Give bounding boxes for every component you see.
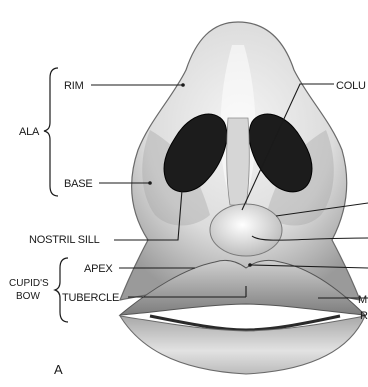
right-truncated-label-1: M — [358, 294, 367, 306]
cupids-bow-label-line1: CUPID'S — [9, 278, 49, 289]
ala-brace — [44, 68, 58, 196]
panel-letter: A — [54, 362, 63, 377]
base-dot — [148, 181, 152, 185]
lower-lip — [120, 316, 365, 374]
illustration — [120, 22, 365, 374]
right-truncated-label-2: R — [360, 310, 368, 322]
rim-label: RIM — [64, 80, 84, 92]
ala-group-label: ALA — [19, 126, 40, 138]
apex-label: APEX — [84, 263, 113, 275]
cupids-bow-label-line2: BOW — [16, 291, 40, 302]
cupids-bow-brace — [55, 258, 68, 322]
base-label: BASE — [64, 178, 93, 190]
rim-dot — [181, 83, 185, 87]
philtrum-tip — [210, 204, 282, 256]
right-leader-3-dot — [248, 263, 252, 267]
tubercle-label: TUBERCLE — [62, 292, 119, 304]
columella — [227, 118, 250, 205]
columella-label: COLU — [336, 80, 366, 92]
nostril-sill-label: NOSTRIL SILL — [29, 234, 100, 246]
